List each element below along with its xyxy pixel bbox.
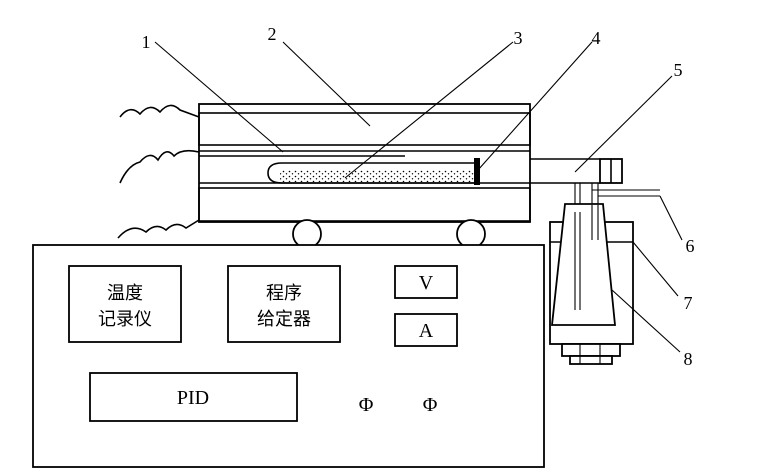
lead-wires <box>117 104 200 239</box>
temp-recorder-line2: 记录仪 <box>98 309 152 330</box>
callout-3: 3 <box>514 28 523 48</box>
control-panel <box>32 244 545 468</box>
voltmeter-box <box>394 265 458 299</box>
tube-plug <box>474 158 480 185</box>
callout-6: 6 <box>686 236 695 256</box>
callout-4: 4 <box>592 28 601 48</box>
ammeter-label: A <box>419 320 434 342</box>
program-setter-line2: 给定器 <box>257 309 311 330</box>
temp-recorder-box <box>68 265 182 343</box>
callout-7: 7 <box>684 293 693 313</box>
callout-5: 5 <box>674 60 683 80</box>
sample-boat <box>267 162 478 184</box>
callout-leaders <box>154 41 683 353</box>
knob-left: Φ <box>359 394 374 416</box>
program-setter-box <box>227 265 341 343</box>
ammeter-box <box>394 313 458 347</box>
conical-stopper <box>550 203 616 326</box>
temp-recorder-line1: 温度 <box>107 283 143 304</box>
furnace-wheel-right <box>456 219 486 249</box>
gas-outlet-tube <box>530 158 623 184</box>
callout-2: 2 <box>268 24 277 44</box>
callout-8: 8 <box>684 349 693 369</box>
callout-1: 1 <box>142 32 151 52</box>
program-setter-line1: 程序 <box>266 283 302 304</box>
absorption-vessel <box>549 203 634 365</box>
pid-box <box>89 372 298 422</box>
furnace-insulation-bottom <box>198 187 531 222</box>
exhaust-tube <box>592 189 660 197</box>
knob-right: Φ <box>423 394 438 416</box>
furnace-insulation-top <box>198 112 531 146</box>
furnace-wheel-left <box>292 219 322 249</box>
voltmeter-label: V <box>419 272 434 294</box>
pid-label: PID <box>177 387 209 409</box>
